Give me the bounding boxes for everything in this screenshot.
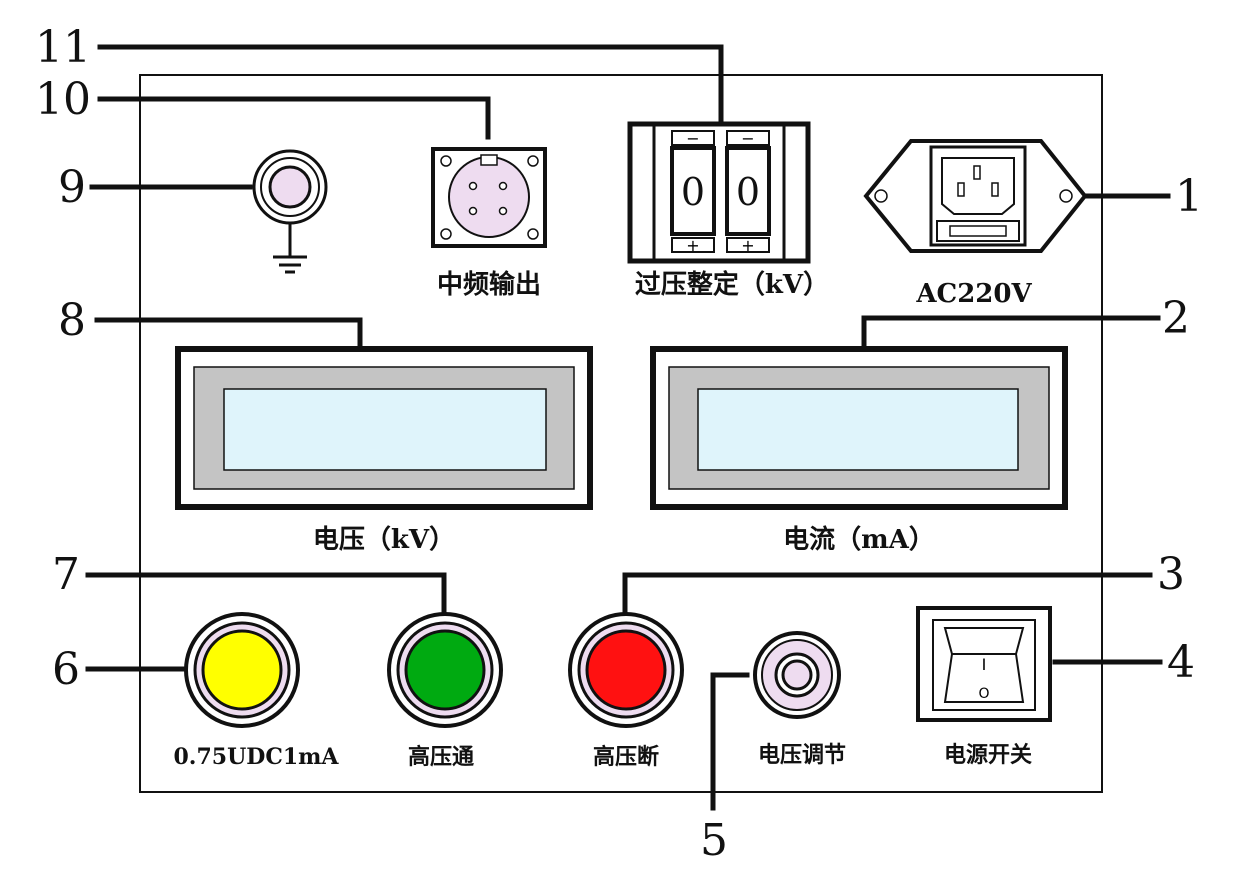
leader-line-8 (94, 317, 363, 349)
switch-on-mark: I (982, 655, 987, 674)
switch-off-mark: O (978, 686, 989, 702)
ground-terminal (252, 149, 328, 274)
label-voltage-adjust: 电压调节 (758, 742, 846, 768)
leader-line-11 (97, 44, 724, 125)
label-hv-off: 高压断 (593, 744, 659, 770)
callout-8: 8 (58, 295, 86, 346)
leader-line-3 (622, 572, 1153, 615)
thumbwheel-digit-2: 0 (736, 170, 760, 214)
callout-1: 1 (1175, 171, 1203, 222)
callout-5: 5 (700, 815, 728, 866)
thumbwheel-2-minus: − (741, 129, 754, 148)
thumbwheel-1-plus: + (686, 236, 699, 255)
button-hv-off[interactable] (568, 612, 684, 728)
voltage-meter (175, 346, 593, 510)
overvoltage-thumbwheel: − 0 + − 0 + (627, 121, 811, 264)
callout-2: 2 (1162, 293, 1190, 344)
ground-symbol-icon (273, 223, 307, 274)
callout-6: 6 (52, 644, 80, 695)
current-meter-screen (697, 388, 1019, 471)
leader-lines (85, 44, 1171, 811)
aviation-connector-icon (431, 147, 547, 248)
ac-inlet-socket-icon (863, 139, 1088, 253)
leader-line-7 (85, 572, 447, 616)
label-ac-power: AC220V (915, 279, 1032, 309)
voltage-meter-screen (223, 388, 547, 471)
leader-line-5 (710, 672, 750, 811)
callout-10: 10 (35, 74, 91, 125)
button-hv-on[interactable] (387, 612, 503, 728)
yellow-button-cap[interactable] (201, 629, 283, 711)
label-overvoltage-setting: 过压整定（kV） (635, 269, 829, 300)
leader-line-10 (97, 96, 491, 140)
red-button-cap[interactable] (585, 629, 667, 711)
callout-4: 4 (1167, 637, 1195, 688)
thumbwheel-1-minus: − (686, 129, 699, 148)
label-hv-on: 高压通 (408, 744, 474, 770)
callout-11: 11 (35, 22, 91, 73)
label-power-switch: 电源开关 (944, 742, 1032, 768)
green-button-cap[interactable] (404, 629, 486, 711)
label-mf-output: 中频输出 (437, 269, 541, 300)
thumbwheel-digit-1: 0 (681, 170, 705, 214)
label-075udc1ma: 0.75UDC1mA (173, 744, 339, 770)
current-meter (650, 346, 1068, 510)
callout-7: 7 (52, 549, 80, 600)
thumbwheel-digit-1-window[interactable] (670, 146, 716, 236)
thumbwheel-digit-2-window[interactable] (725, 146, 771, 236)
button-075udc1ma[interactable] (184, 612, 300, 728)
rocker-switch-icon[interactable]: I O (916, 606, 1052, 722)
leader-line-2 (861, 315, 1161, 349)
label-voltage-meter: 电压（kV） (313, 525, 455, 555)
thumbwheel-2-plus: + (741, 236, 754, 255)
ground-terminal-core (268, 165, 312, 209)
voltage-adjust-knob[interactable] (753, 631, 841, 719)
callout-3: 3 (1157, 549, 1185, 600)
callout-9: 9 (58, 162, 86, 213)
label-current-meter: 电流（mA） (783, 525, 935, 555)
